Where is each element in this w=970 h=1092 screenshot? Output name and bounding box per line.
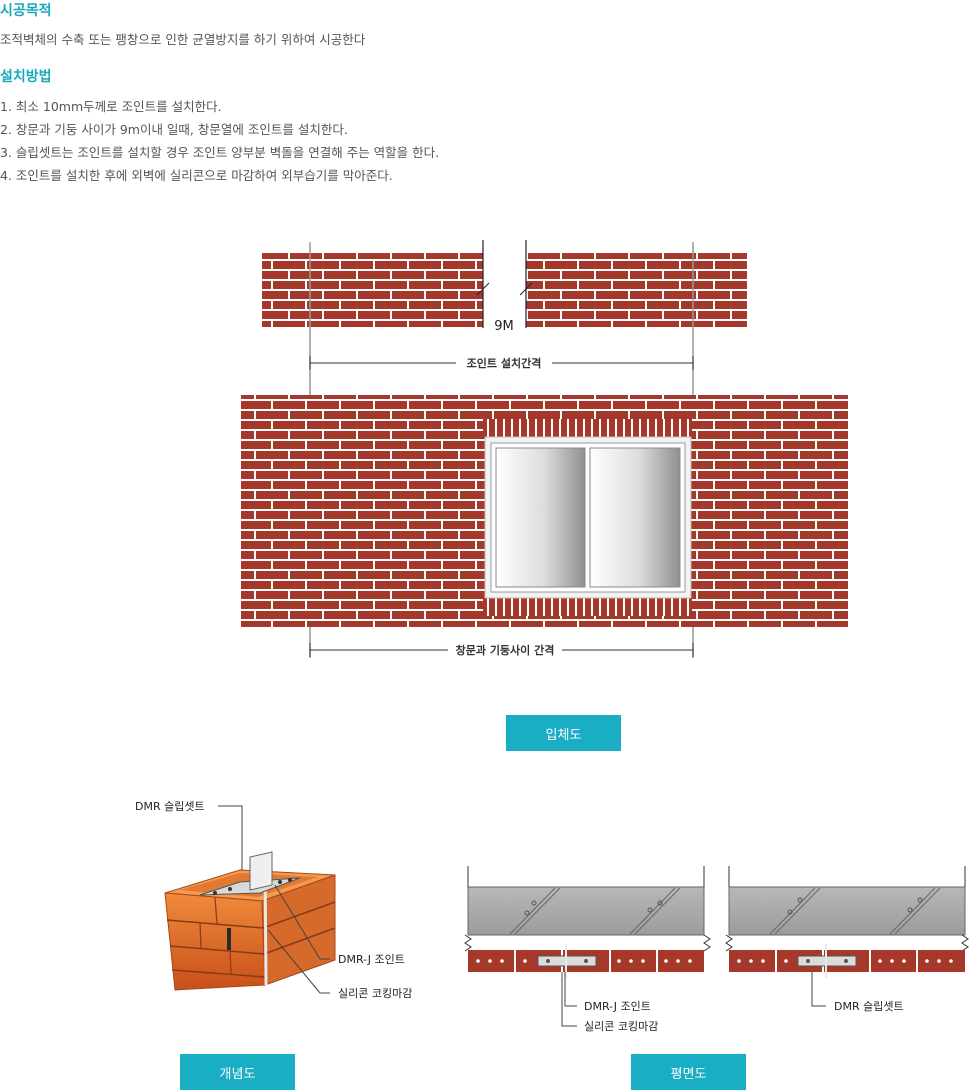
window-sill: [483, 598, 692, 616]
plan-slipset-label: DMR 슬립셋트: [834, 1000, 904, 1013]
plan-view-joint: [464, 866, 711, 978]
method-title: 설치방법: [0, 69, 52, 85]
method-step-1: 1. 최소 10mm두께로 조인트를 설치한다.: [0, 99, 222, 114]
concept-slipset-label: DMR 슬립셋트: [135, 800, 205, 813]
concept-callouts: DMR 슬립셋트 DMR-J 조인트 실리콘 코킹마감: [135, 800, 412, 1000]
brick-wall-left: [262, 253, 483, 327]
concept-joint-label: DMR-J 조인트: [338, 953, 405, 966]
concept-view-button[interactable]: 개념도: [180, 1054, 295, 1090]
plan-callouts-joint: DMR-J 조인트 실리콘 코킹마감: [561, 972, 658, 1033]
elevation-wall: [241, 395, 848, 627]
window-pane-left: [495, 447, 586, 588]
method-step-4: 4. 조인트를 설치한 후에 외벽에 실리콘으로 마감하여 외부습기를 막아준다…: [0, 168, 393, 183]
plan-view-button[interactable]: 평면도: [631, 1054, 746, 1090]
plan-caulking-label: 실리콘 코킹마감: [584, 1020, 658, 1033]
plan-joint-label: DMR-J 조인트: [584, 1000, 651, 1013]
concept-caulking-label: 실리콘 코킹마감: [338, 987, 412, 1000]
plan-callouts-slipset: DMR 슬립셋트: [811, 972, 904, 1013]
joint-spacing-label: 조인트 설치간격: [467, 356, 542, 370]
window-pane-right: [589, 447, 681, 588]
purpose-title: 시공목적: [0, 3, 52, 19]
top-wall-section: 9M: [262, 240, 747, 334]
window: [484, 436, 692, 599]
purpose-text: 조적벽체의 수축 또는 팽창으로 인한 균열방지를 하기 위하여 시공한다: [0, 32, 366, 47]
method-step-2: 2. 창문과 기둥 사이가 9m이내 일때, 창문열에 조인트를 설치한다.: [0, 122, 348, 137]
method-step-3: 3. 슬립셋트는 조인트를 설치할 경우 조인트 양부분 벽돌을 연결해 주는 …: [0, 145, 440, 160]
elevation-view-button[interactable]: 입체도: [506, 715, 621, 751]
joint-plate: [249, 851, 273, 891]
window-lintel: [483, 419, 692, 437]
window-column-dimension: 창문과 기둥사이 간격: [309, 643, 694, 657]
joint-spacing-dimension: 조인트 설치간격: [309, 356, 694, 370]
brick-wall-right: [526, 253, 747, 327]
window-column-label: 창문과 기둥사이 간격: [456, 643, 555, 657]
plan-view-slipset: [725, 866, 969, 978]
gap-label: 9M: [494, 319, 514, 334]
concept-illustration: [164, 851, 336, 991]
